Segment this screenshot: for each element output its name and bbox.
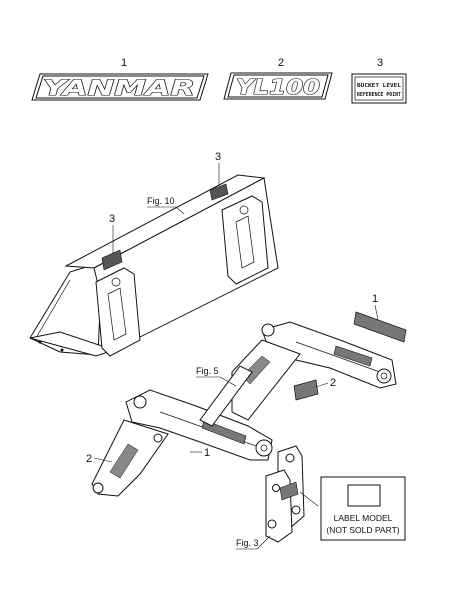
yl100-decal-frame-inner: [227, 74, 329, 98]
callout-top-3: 3: [377, 57, 383, 69]
bucket-level-line1: BUCKET LEVEL: [357, 83, 402, 89]
bucket-bracket-left-pin: [111, 277, 121, 287]
callout-top-2: 2: [278, 57, 284, 69]
yanmar-decal-frame-outer: [31, 73, 209, 101]
bucket-level-decal-frame: [351, 73, 407, 104]
arm-front-foot-pin: [92, 482, 104, 494]
bucket-bracket-right-slot: [235, 215, 255, 269]
callout-top-1: 1: [121, 57, 127, 69]
leader-bracket-to-label: [299, 491, 319, 507]
callout-arm-2b: 2: [86, 453, 92, 465]
arm-front-leg-decal: [109, 443, 139, 479]
loader-arm-front-body: [125, 389, 273, 461]
bucket-level-line2: REFERENCE POINT: [357, 92, 402, 98]
side-bracket-pin-1: [285, 453, 295, 463]
bucket-bracket-right: [221, 195, 269, 285]
leader-fig3: [256, 535, 271, 550]
arm-rear-pivot-end: [376, 368, 392, 384]
side-bracket-plate-front: [265, 469, 293, 543]
loader-arm-front: [91, 389, 273, 497]
arm-rear-leg-decal: [241, 355, 271, 385]
side-bracket-pin-2: [272, 484, 280, 492]
part-2-decal: [293, 379, 319, 401]
bucket-bolt-2: [60, 348, 64, 352]
part-1-label-strip: [353, 311, 407, 343]
bucket-side-edge: [35, 279, 71, 339]
arm-front-pivot-end-hole: [260, 444, 268, 452]
callout-bucket-3a: 3: [215, 151, 221, 163]
callout-arm-2a: 2: [330, 377, 336, 389]
label-model-swatch: [347, 484, 381, 507]
bucket-bracket-left-slot: [107, 287, 127, 341]
loader-arm-rear: [231, 321, 397, 421]
arm-rear-pivot-top: [261, 323, 275, 337]
yanmar-decal-text: YANMAR: [43, 76, 195, 100]
bucket-bolt-1: [38, 340, 42, 344]
leader-fig5: [219, 376, 237, 387]
yl100-decal: YL100: [223, 72, 333, 100]
bucket-decal-upper: [209, 183, 229, 201]
leader-arm-2b: [93, 457, 113, 463]
arm-front-pivot-end: [255, 439, 273, 457]
fig10-ref: Fig. 10: [147, 196, 175, 206]
leader-arm-2a: [315, 382, 329, 388]
bucket: [29, 174, 279, 357]
label-model-box: LABEL MODEL (NOT SOLD PART): [320, 476, 406, 541]
cross-tube: [199, 365, 253, 427]
side-bracket-pin-3: [291, 505, 301, 515]
yl100-decal-text: YL100: [236, 75, 320, 99]
arm-front-mid-pin: [153, 433, 163, 443]
label-model-frame: [320, 476, 406, 541]
side-bracket-decal: [279, 481, 299, 501]
fig5-ref: Fig. 5: [196, 366, 219, 376]
side-bracket: [265, 445, 305, 543]
bucket-bracket-left: [95, 267, 141, 357]
yl100-decal-frame-outer: [223, 72, 333, 100]
callout-arm-1b: 1: [204, 447, 210, 459]
bucket-bracket-right-pin: [239, 205, 249, 215]
bucket-level-decal-inner: [354, 76, 404, 101]
bucket-decal-lower: [101, 249, 123, 271]
yanmar-decal-frame-inner: [35, 75, 205, 99]
label-model-line1: LABEL MODEL: [334, 513, 393, 523]
leader-arm-1a: [374, 304, 379, 321]
label-model-line2: (NOT SOLD PART): [326, 525, 399, 535]
callout-bucket-3b: 3: [109, 213, 115, 225]
bucket-level-decal: BUCKET LEVEL REFERENCE POINT: [351, 73, 407, 104]
loader-arm-rear-decal: [333, 345, 373, 367]
callout-arm-1a: 1: [372, 293, 378, 305]
arm-front-pivot-top: [133, 395, 147, 409]
loader-arm-rear-leg: [231, 339, 301, 421]
yanmar-decal: YANMAR: [31, 73, 209, 101]
fig3-ref: Fig. 3: [236, 538, 259, 548]
leader-fig10: [175, 206, 185, 215]
arm-rear-pivot-end-hole: [380, 372, 388, 380]
loader-arm-rear-edge: [295, 341, 381, 373]
side-bracket-pin-4: [267, 519, 277, 529]
loader-arm-front-decal: [201, 419, 247, 445]
